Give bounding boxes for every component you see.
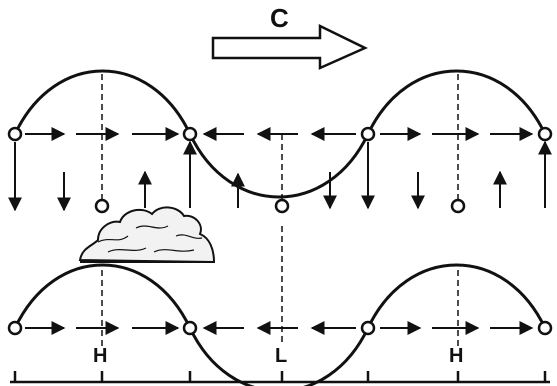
node-lower-3	[360, 320, 376, 336]
phase-speed-arrow: C	[211, 3, 368, 70]
node-mid-right	[450, 198, 466, 214]
label-low: L	[275, 345, 287, 367]
node-upper-3	[360, 126, 376, 142]
label-high-right: H	[449, 345, 463, 367]
upper-nodes	[7, 126, 553, 214]
bottom-baseline	[10, 371, 550, 384]
lower-wave-curve	[13, 263, 547, 386]
lower-wave	[7, 226, 553, 386]
label-high-left: H	[93, 345, 107, 367]
node-upper-2	[182, 126, 198, 142]
upper-vertical-arrows	[8, 140, 552, 212]
cumulus-cloud-icon	[78, 206, 216, 264]
node-upper-4	[537, 126, 553, 142]
node-mid-center	[274, 198, 290, 214]
upper-wave-curve	[13, 69, 547, 199]
node-lower-4	[537, 320, 553, 336]
node-upper-1	[7, 126, 23, 142]
node-mid-left	[94, 198, 110, 214]
node-lower-2	[182, 320, 198, 336]
arrow-right-outline-icon	[211, 23, 368, 70]
phase-speed-label: C	[270, 3, 289, 33]
node-lower-1	[7, 320, 23, 336]
upper-wave	[7, 69, 553, 214]
lower-nodes	[7, 320, 553, 336]
